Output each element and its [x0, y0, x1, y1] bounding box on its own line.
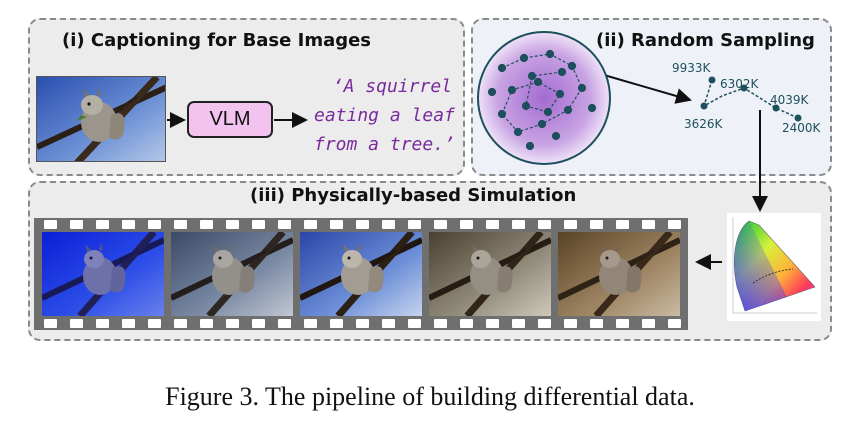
- film-sprocket-hole: [564, 319, 577, 328]
- cie-chromaticity-diagram: [727, 213, 821, 321]
- film-sprocket-hole: [200, 319, 213, 328]
- film-sprocket-hole: [252, 220, 265, 229]
- film-sprocket-hole: [668, 319, 681, 328]
- sample-point: [772, 104, 780, 112]
- simulated-frame: [558, 232, 680, 316]
- film-sprocket-hole: [70, 220, 83, 229]
- base-image-squirrel: [36, 76, 166, 162]
- film-sprocket-hole: [70, 319, 83, 328]
- simulated-frame: [300, 232, 422, 316]
- film-sprocket-hole: [304, 319, 317, 328]
- film-sprocket-hole: [564, 220, 577, 229]
- temp-label-3626k: 3626K: [684, 117, 724, 131]
- film-sprocket-hole: [382, 220, 395, 229]
- film-sprocket-hole: [434, 220, 447, 229]
- caption-line: from a tree.’: [314, 134, 455, 155]
- simulated-frame: [42, 232, 164, 316]
- film-sprocket-hole: [616, 319, 629, 328]
- film-sprocket-hole: [512, 319, 525, 328]
- sampling-sphere: [477, 31, 611, 165]
- temp-label-9933k: 9933K: [672, 61, 712, 75]
- film-sprocket-hole: [278, 319, 291, 328]
- sample-point: [740, 84, 748, 92]
- film-sprocket-hole: [460, 220, 473, 229]
- generated-caption: ‘A squirrel eating a leaf from a tree.’: [314, 72, 455, 159]
- film-sprocket-hole: [434, 319, 447, 328]
- film-sprocket-hole: [590, 220, 603, 229]
- figure-caption: Figure 3. The pipeline of building diffe…: [165, 382, 695, 411]
- film-sprocket-hole: [148, 319, 161, 328]
- film-sprocket-hole: [96, 319, 109, 328]
- film-sprocket-hole: [408, 220, 421, 229]
- simulation-title: (iii) Physically-based Simulation: [250, 185, 577, 206]
- sample-point: [700, 102, 708, 110]
- film-sprocket-hole: [122, 220, 135, 229]
- film-sprocket-hole: [356, 220, 369, 229]
- film-sprocket-hole: [304, 220, 317, 229]
- film-sprocket-hole: [512, 220, 525, 229]
- film-sprocket-hole: [122, 319, 135, 328]
- film-sprocket-hole: [668, 220, 681, 229]
- film-sprocket-hole: [44, 319, 57, 328]
- temp-label-4039k: 4039K: [770, 93, 810, 107]
- film-sprocket-hole: [486, 319, 499, 328]
- film-sprocket-hole: [330, 220, 343, 229]
- vlm-box: VLM: [187, 101, 273, 138]
- film-sprocket-hole: [408, 319, 421, 328]
- film-sprocket-hole: [148, 220, 161, 229]
- random-sampling-title: (ii) Random Sampling: [596, 30, 815, 51]
- film-sprocket-hole: [252, 319, 265, 328]
- film-sprocket-hole: [226, 319, 239, 328]
- temp-label-2400k: 2400K: [782, 121, 822, 135]
- film-sprocket-hole: [642, 220, 655, 229]
- film-sprocket-hole: [590, 319, 603, 328]
- film-sprocket-hole: [330, 319, 343, 328]
- film-sprocket-hole: [642, 319, 655, 328]
- simulated-frame: [171, 232, 293, 316]
- film-sprocket-hole: [616, 220, 629, 229]
- captioning-title: (i) Captioning for Base Images: [62, 30, 372, 51]
- temperature-curve: 9933K 6302K 4039K 3626K 2400K: [672, 61, 822, 135]
- film-sprocket-hole: [538, 319, 551, 328]
- film-strip: [34, 218, 688, 330]
- temp-label-6302k: 6302K: [720, 77, 760, 91]
- film-sprocket-hole: [174, 220, 187, 229]
- film-sprocket-hole: [382, 319, 395, 328]
- film-sprocket-hole: [226, 220, 239, 229]
- film-sprocket-hole: [486, 220, 499, 229]
- film-sprocket-hole: [538, 220, 551, 229]
- sample-point: [794, 114, 802, 122]
- film-sprocket-hole: [174, 319, 187, 328]
- film-sprocket-hole: [96, 220, 109, 229]
- film-sprocket-hole: [356, 319, 369, 328]
- film-sprocket-hole: [460, 319, 473, 328]
- caption-line: eating a leaf: [314, 105, 455, 126]
- film-sprocket-hole: [200, 220, 213, 229]
- film-sprocket-hole: [44, 220, 57, 229]
- caption-line: ‘A squirrel: [332, 76, 452, 97]
- simulated-frame: [429, 232, 551, 316]
- sample-point: [708, 76, 716, 84]
- film-sprocket-hole: [278, 220, 291, 229]
